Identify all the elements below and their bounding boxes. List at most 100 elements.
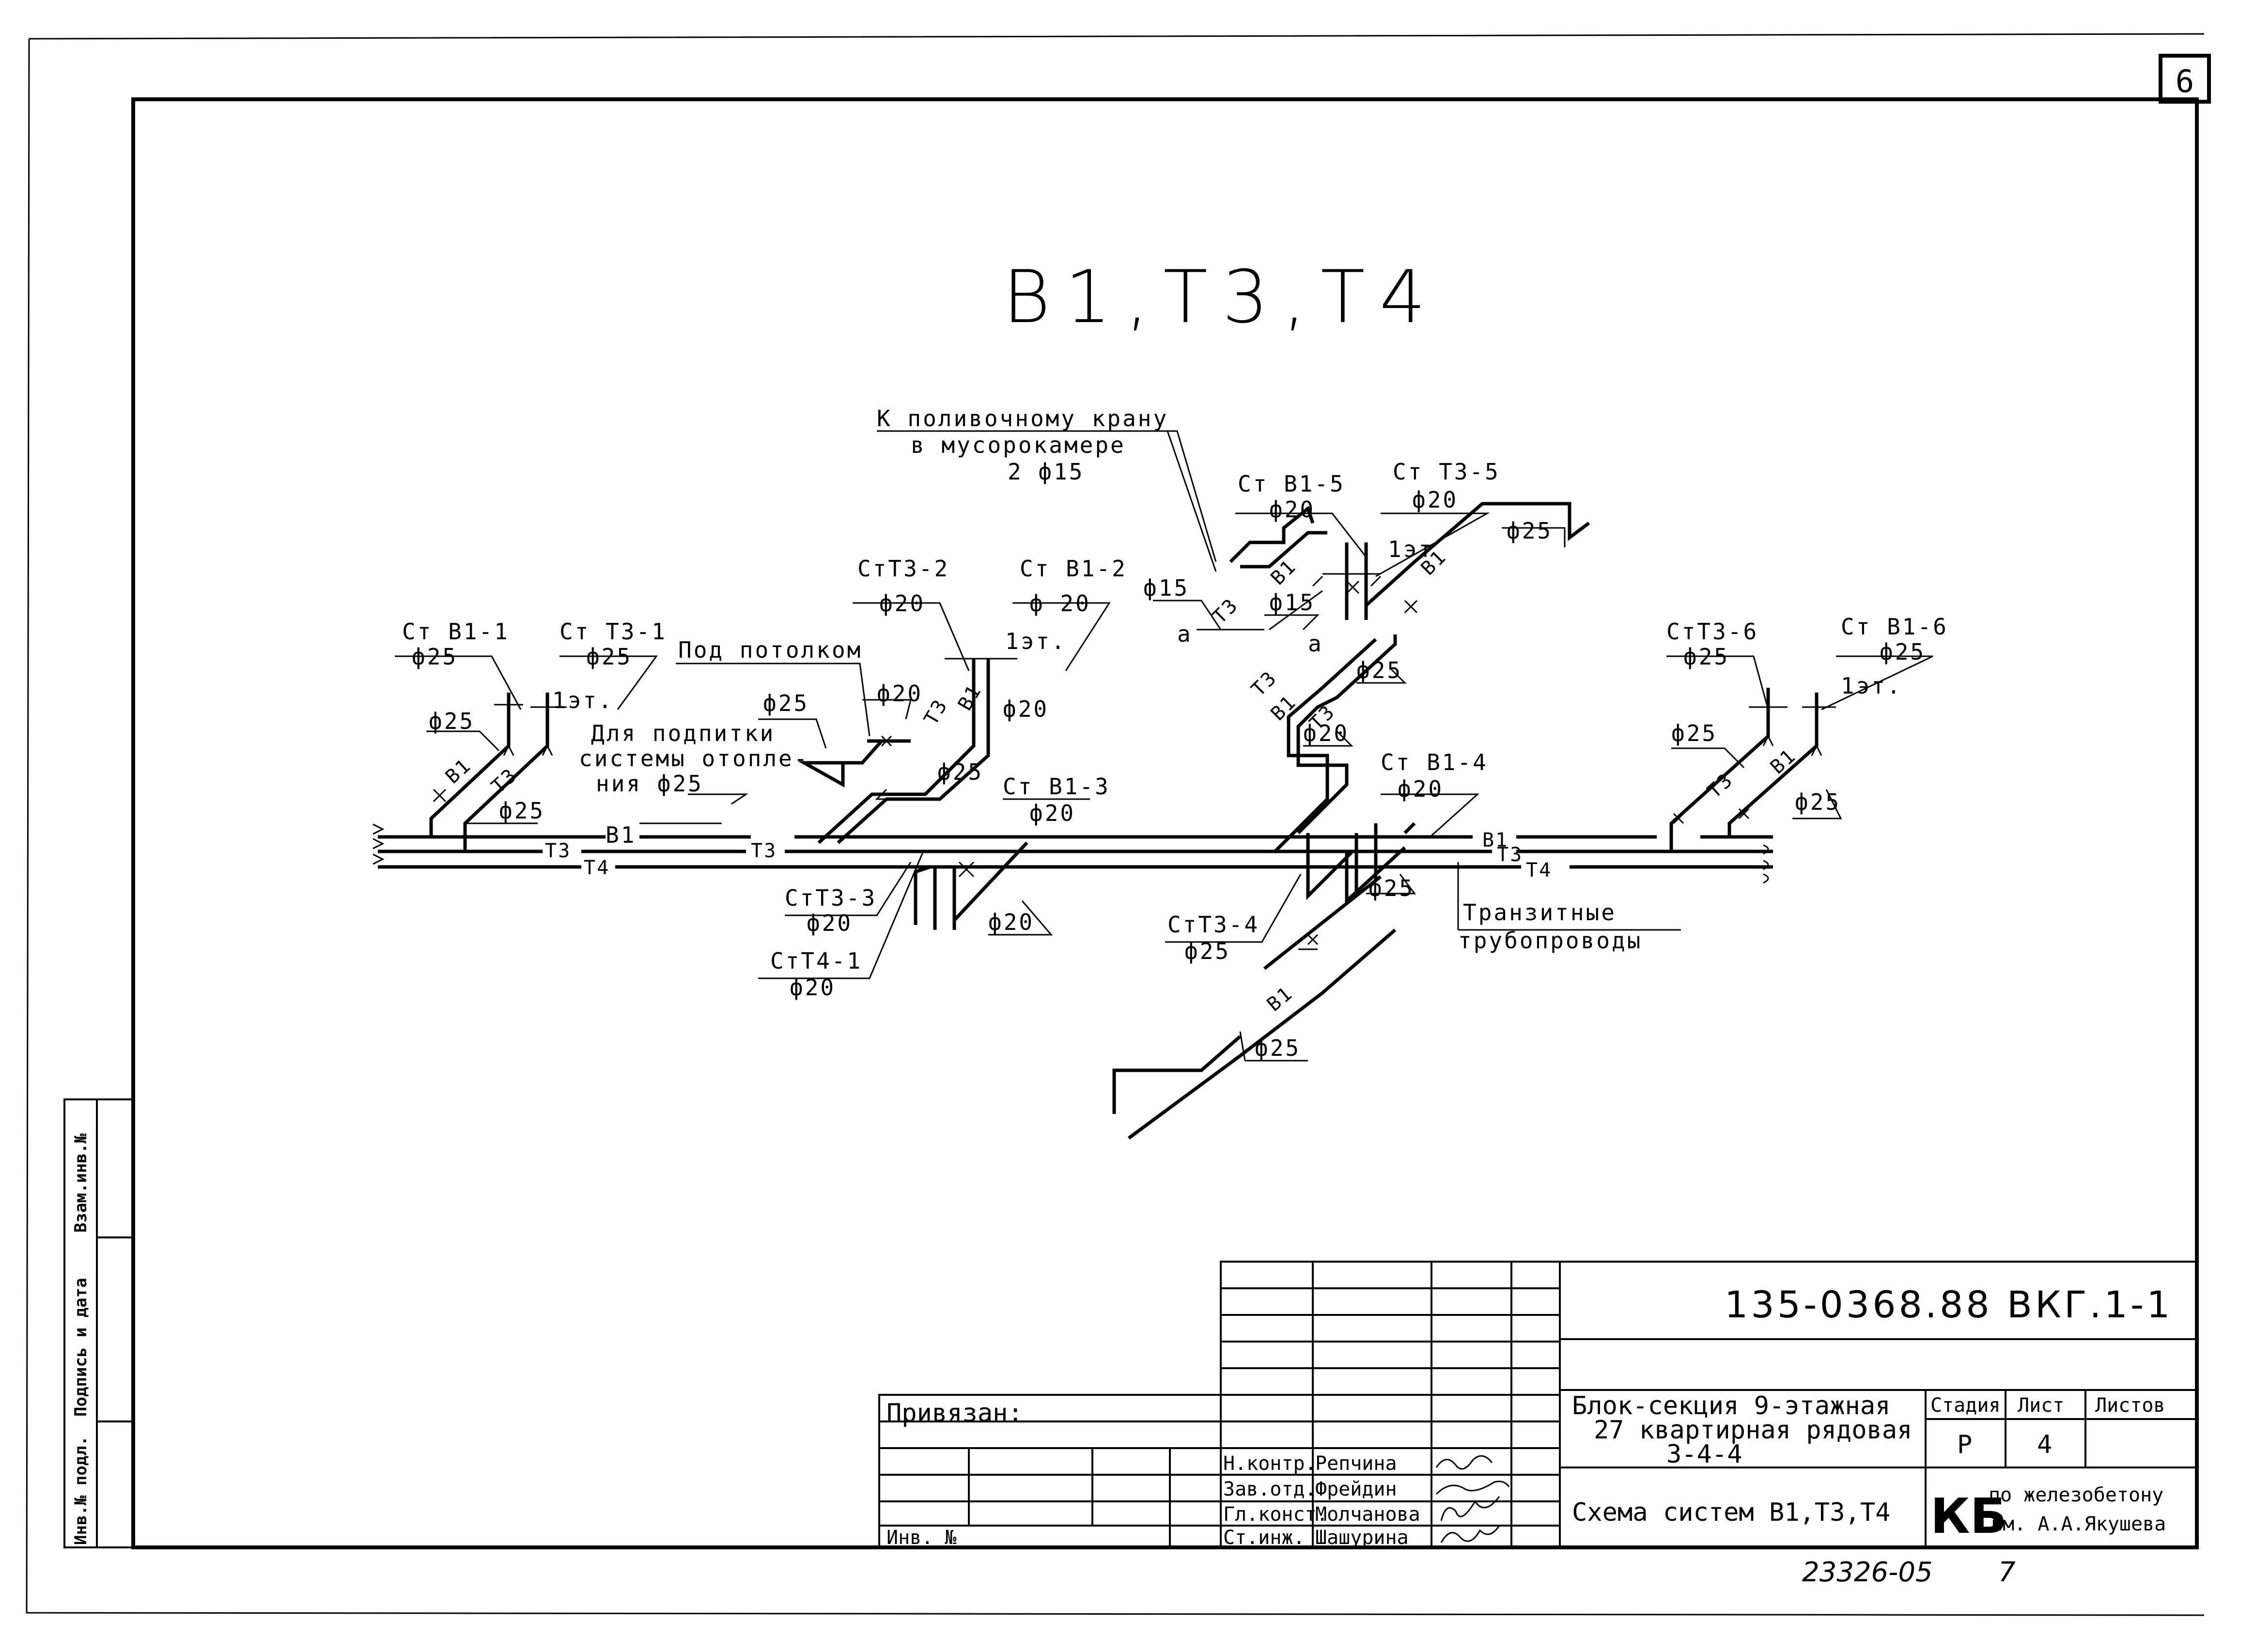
label-transit-1: Транзитные bbox=[1463, 899, 1617, 926]
org-logo: КБ bbox=[1930, 1488, 2007, 1544]
label-st-t3-4: СтТ3-4 bbox=[1167, 911, 1260, 938]
label-st-t4-1-diameter: ф20 bbox=[790, 974, 836, 1001]
label-d25-e: ф25 bbox=[1507, 518, 1553, 544]
name-2: Фрейдин bbox=[1315, 1478, 1397, 1500]
label-d20-d: ф20 bbox=[1303, 720, 1349, 746]
label-st-t3-2-diameter: ф20 bbox=[879, 590, 925, 617]
schematic-labels: Ст В1-1 ф25 Ст Т3-1 ф25 1эт. ф25 ф25 В1 … bbox=[402, 405, 1948, 1061]
label-floor-3: 1эт bbox=[1388, 536, 1434, 562]
project-name-1: Блок-секция 9-этажная bbox=[1572, 1391, 1890, 1420]
label-d25-a: ф25 bbox=[429, 708, 475, 734]
label-st-v1-3: Ст В1-3 bbox=[1003, 773, 1110, 800]
stage-value: Р bbox=[1957, 1430, 1972, 1459]
label-st-t3-6-diameter: ф25 bbox=[1683, 644, 1729, 670]
document-code: 135-0368.88 ВКГ.1-1 bbox=[1725, 1283, 2173, 1326]
project-name-2: 27 квартирная рядовая bbox=[1594, 1416, 1912, 1445]
label-d25-d: ф25 bbox=[937, 759, 983, 785]
label-st-t3-1: Ст Т3-1 bbox=[560, 618, 667, 645]
side-stamp-signature-date: Подпись и дата bbox=[71, 1278, 91, 1417]
stage-header: Стадия bbox=[1930, 1394, 2001, 1417]
label-st-v1-6: Ст В1-6 bbox=[1841, 614, 1948, 640]
label-pipe-v1: В1 bbox=[606, 822, 636, 848]
label-transit-2: трубопроводы bbox=[1458, 927, 1642, 954]
role-4: Ст.инж. bbox=[1223, 1527, 1305, 1549]
label-st-t3-6: СтТ3-6 bbox=[1666, 618, 1758, 645]
label-pipe-t4: Т4 bbox=[584, 857, 610, 879]
label-pipe-t3: Т3 bbox=[545, 840, 571, 862]
footer-mark: 7 bbox=[1998, 1557, 2016, 1588]
role-3: Гл.конст. bbox=[1223, 1503, 1328, 1526]
label-riser-t3-2: Т3 bbox=[920, 695, 952, 729]
label-st-t3-2: СтТ3-2 bbox=[857, 556, 949, 582]
label-d25-f: ф25 bbox=[1356, 657, 1402, 683]
label-st-t3-5-diameter: ф20 bbox=[1412, 487, 1458, 513]
label-hose-1: К поливочному крану bbox=[877, 405, 1168, 432]
label-riser-v1-2: В1 bbox=[954, 680, 986, 714]
label-st-v1-5: Ст В1-5 bbox=[1238, 471, 1345, 497]
drawing-title: В1,Т3,Т4 bbox=[1003, 255, 1440, 340]
sheet-header: Лист bbox=[2018, 1394, 2064, 1417]
label-st-t3-5: Ст Т3-5 bbox=[1393, 459, 1500, 485]
branch-st-v1-3 bbox=[914, 841, 1028, 930]
sheet-value: 4 bbox=[2037, 1430, 2052, 1459]
label-d15-a: ф15 bbox=[1143, 575, 1189, 601]
role-2: Зав.отд. bbox=[1223, 1478, 1317, 1500]
label-makeup-3: ния ф25 bbox=[596, 771, 703, 797]
label-riser-t3-1: Т3 bbox=[487, 764, 522, 798]
tied-to-label: Привязан: bbox=[886, 1399, 1023, 1428]
sheets-header: Листов bbox=[2095, 1394, 2165, 1417]
label-riser-t3-6: Т3 bbox=[1703, 769, 1738, 803]
label-riser-v1-5: В1 bbox=[1267, 555, 1301, 589]
label-makeup-1: Для подпитки bbox=[591, 720, 775, 746]
label-pipe-t3-b: Т3 bbox=[751, 840, 777, 862]
label-d25-g: ф25 bbox=[1369, 875, 1415, 901]
label-d25-b: ф25 bbox=[499, 798, 545, 824]
org-name-1: по железобетону bbox=[1989, 1484, 2163, 1506]
branch-st-t3-2 bbox=[797, 658, 1017, 844]
sheet-trim-edge bbox=[26, 33, 2205, 1616]
branch-st-v1-4 bbox=[1112, 634, 1416, 1140]
name-1: Репчина bbox=[1315, 1452, 1397, 1475]
label-pipe-t4-c: Т4 bbox=[1526, 859, 1552, 881]
leader-lines bbox=[395, 430, 1933, 1062]
drawing-name: Схема систем В1,Т3,Т4 bbox=[1572, 1498, 1890, 1527]
label-pipe-t3-c: Т3 bbox=[1497, 844, 1523, 866]
label-st-t3-3: СтТ3-3 bbox=[785, 885, 877, 911]
label-d25-c: ф25 bbox=[763, 690, 809, 716]
label-floor-1: 1эт. bbox=[552, 687, 614, 713]
label-riser-v1-7: В1 bbox=[1263, 982, 1297, 1016]
branch-st-v1-5 bbox=[1197, 502, 1590, 631]
footer-number: 23326-05 bbox=[1802, 1557, 1933, 1588]
label-st-t3-4-diameter: ф25 bbox=[1184, 938, 1230, 964]
label-st-v1-6-diameter: ф25 bbox=[1880, 639, 1926, 665]
transit-main-lines bbox=[373, 823, 1773, 884]
label-st-t4-1: СтТ4-1 bbox=[770, 948, 862, 974]
inv-no-label: Инв. № bbox=[886, 1527, 957, 1549]
branch-st-t3-6 bbox=[1669, 688, 1836, 852]
label-riser-t3-4: Т3 bbox=[1247, 666, 1282, 701]
label-st-v1-3-diameter: ф20 bbox=[1029, 800, 1075, 826]
label-st-v1-2-diameter: ф 20 bbox=[1029, 590, 1091, 617]
label-floor-2: 1эт. bbox=[1005, 628, 1067, 654]
label-st-v1-4-diameter: ф20 bbox=[1398, 776, 1444, 802]
branch-st-v1-1 bbox=[429, 693, 567, 851]
label-floor-4: 1эт. bbox=[1841, 673, 1902, 699]
label-d15-b: ф15 bbox=[1269, 589, 1315, 616]
side-stamp: Инв.№ подл. Подпись и дата Взам.инв.№ bbox=[63, 1098, 134, 1548]
label-d25-i: ф25 bbox=[1671, 720, 1717, 746]
label-riser-v1-6b: В1 bbox=[1766, 744, 1801, 778]
role-1: Н.контр. bbox=[1223, 1452, 1317, 1475]
pipe-schematic bbox=[373, 430, 1933, 1140]
label-d20-b: ф20 bbox=[1003, 696, 1049, 722]
label-d20-a: ф20 bbox=[877, 680, 923, 707]
label-riser-v1-4: В1 bbox=[1267, 691, 1301, 725]
label-st-v1-4: Ст В1-4 bbox=[1381, 749, 1488, 775]
signatures bbox=[1435, 1455, 1510, 1543]
label-st-t3-1-diameter: ф25 bbox=[586, 644, 632, 670]
label-d20-c: ф20 bbox=[988, 909, 1034, 935]
label-st-v1-5-diameter: ф20 bbox=[1269, 496, 1315, 523]
label-pipe-v1-b: В1 bbox=[1482, 829, 1509, 851]
label-d25-h: ф25 bbox=[1255, 1035, 1301, 1061]
label-st-v1-1-diameter: ф25 bbox=[412, 644, 458, 670]
